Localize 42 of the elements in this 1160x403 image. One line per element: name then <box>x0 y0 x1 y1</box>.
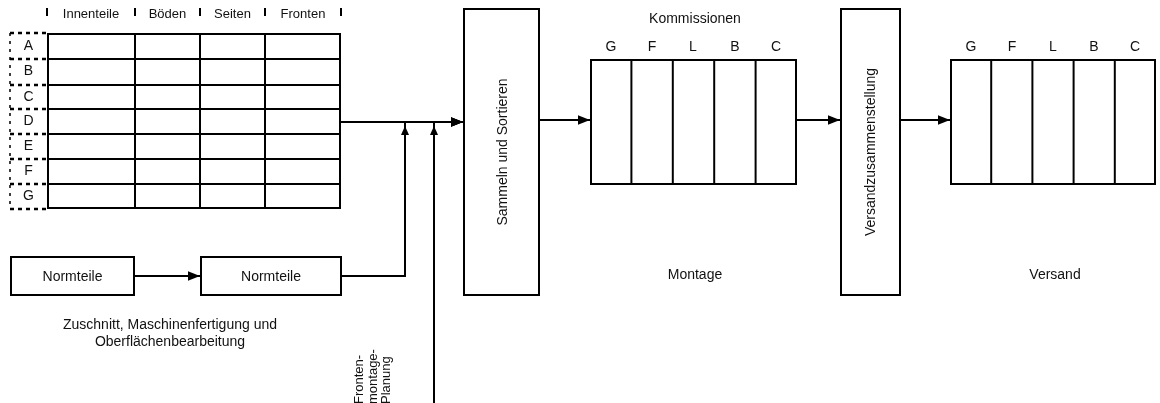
column-label: B <box>729 38 741 55</box>
row-label: F <box>23 162 34 179</box>
box-label: Normteile <box>42 268 103 284</box>
process-box <box>10 256 135 296</box>
column-label: B <box>1088 38 1100 55</box>
column-label: L <box>1048 38 1058 55</box>
column-label: L <box>688 38 698 55</box>
column-header: Böden <box>147 6 188 22</box>
column-label: C <box>1128 38 1142 55</box>
process-box <box>200 256 342 296</box>
stage-label: Montage <box>666 266 724 283</box>
process-bar <box>463 8 540 296</box>
stage-label: Versand <box>1028 266 1082 283</box>
row-label: E <box>22 137 35 154</box>
arrow <box>539 115 591 125</box>
column-label: G <box>964 38 978 55</box>
column-label: G <box>604 38 618 55</box>
row-label: C <box>22 88 35 105</box>
group-label: Kommissionen <box>648 10 742 27</box>
caption-text: Fronten- montage- Planung <box>352 348 393 403</box>
row-label: A <box>22 37 35 54</box>
column-label: F <box>646 38 658 55</box>
caption-text: Zuschnitt, Maschinenfertigung und Oberflächenbearbeitung <box>62 316 278 350</box>
box-label: Versandzusammenstellung <box>862 67 879 237</box>
arrow <box>430 117 464 403</box>
row-label: G <box>22 187 35 204</box>
column-header: Innenteile <box>61 6 121 22</box>
storage-rack <box>950 59 1156 185</box>
process-bar <box>840 8 901 296</box>
parts-grid <box>47 33 341 209</box>
arrow <box>796 115 841 125</box>
arrow <box>134 271 201 281</box>
row-label: D <box>22 112 35 129</box>
row-label: B <box>22 62 35 79</box>
box-label: Sammeln und Sortieren <box>493 78 510 226</box>
column-header: Seiten <box>213 6 252 22</box>
column-label: C <box>769 38 783 55</box>
column-label: F <box>1006 38 1018 55</box>
arrow <box>900 115 951 125</box>
box-label: Normteile <box>241 268 301 284</box>
storage-rack <box>590 59 797 185</box>
column-header: Fronten <box>279 6 327 22</box>
